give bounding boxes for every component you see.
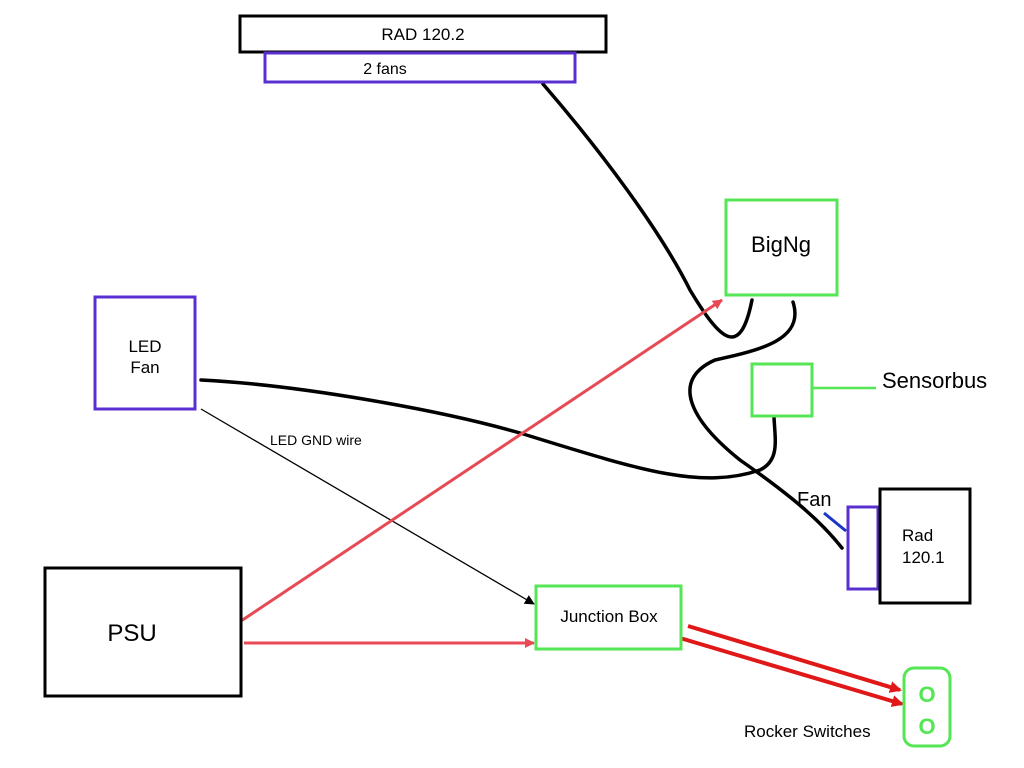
junction-node: Junction Box (534, 584, 683, 651)
power-psu-to-bigng (237, 298, 723, 625)
led-gnd-wire (200, 408, 535, 605)
wire-led-fan-to-sensor (199, 378, 778, 480)
rad-side-label-line2: 120.1 (902, 548, 945, 567)
led-fan-label-line1: LED (128, 337, 161, 356)
fans-top-node: 2 fans (263, 51, 577, 84)
fans-top-box (263, 51, 577, 84)
power-junction-to-switch-1 (687, 624, 902, 693)
junction-box (534, 584, 683, 651)
led-fan-node: LED Fan (93, 295, 197, 411)
power-junction-to-switch-2 (679, 636, 904, 707)
rad-side-box (878, 487, 972, 605)
rad-side-node: Rad 120.1 (878, 487, 972, 605)
sensor-box (750, 362, 814, 418)
sensorbus-label: Sensorbus (882, 368, 987, 393)
power-wires (237, 298, 723, 648)
rad-top-node: RAD 120.2 (238, 14, 608, 54)
led-fan-box (93, 295, 197, 411)
psu-label: PSU (107, 620, 156, 647)
wire-rad-top-to-bigng (541, 82, 754, 339)
junction-label: Junction Box (560, 607, 658, 626)
psu-box (43, 566, 243, 698)
fans-top-label: 2 fans (363, 61, 407, 78)
rad-side-label-line1: Rad (902, 526, 933, 545)
rocker-switch-1: O (918, 682, 935, 707)
bigng-node: BigNg (724, 198, 839, 297)
fan-side-box (846, 505, 880, 591)
fan-side-label: Fan (797, 489, 831, 511)
led-fan-label-line2: Fan (130, 358, 159, 377)
black-wires (199, 82, 844, 550)
rocker-switch-2: O (918, 714, 935, 739)
rocker-switches-node: O O Rocker Switches (744, 666, 952, 748)
rad-top-box (238, 14, 608, 54)
wire-bigng-to-rad-side (688, 300, 844, 550)
rocker-switches-label: Rocker Switches (744, 722, 871, 741)
bigng-label: BigNg (751, 232, 811, 257)
led-gnd-label: LED GND wire (270, 432, 362, 448)
psu-node: PSU (43, 566, 243, 698)
bigng-box (724, 198, 839, 297)
rocker-switches-box (902, 666, 952, 748)
rad-top-label: RAD 120.2 (381, 25, 464, 44)
fan-wire (823, 511, 847, 533)
switch-wires (679, 624, 904, 707)
